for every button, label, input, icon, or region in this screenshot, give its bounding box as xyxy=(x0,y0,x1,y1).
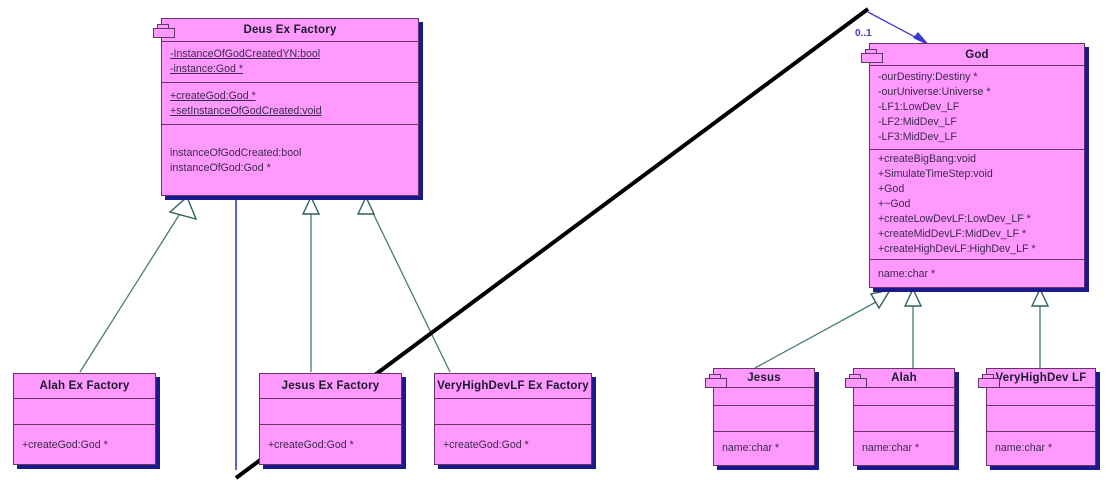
operations-compartment xyxy=(987,406,1095,432)
attributes-compartment xyxy=(260,399,401,425)
operation-row: +God xyxy=(878,183,905,195)
attributes-compartment xyxy=(987,388,1095,406)
class-box-deus-ex-factory[interactable]: Deus Ex Factory -InstanceOfGodCreatedYN:… xyxy=(153,18,419,197)
operations-compartment: +createGod:God * xyxy=(14,425,155,466)
operation-row: +createGod:God * xyxy=(22,439,108,451)
operation-row: +setInstanceOfGodCreated:void xyxy=(170,104,322,117)
generalization-veryhighdevlf-to-god xyxy=(1030,287,1050,368)
attributes-compartment: -ourDestiny:Destiny * -ourUniverse:Unive… xyxy=(870,66,1084,150)
attributes-compartment xyxy=(14,399,155,425)
attribute-row: -ourUniverse:Universe * xyxy=(878,86,991,98)
class-box-god[interactable]: God -ourDestiny:Destiny * -ourUniverse:U… xyxy=(861,43,1085,289)
class-tab-icon xyxy=(845,374,867,388)
operations-compartment: +createGod:God * +setInstanceOfGodCreate… xyxy=(162,83,418,125)
extra-compartment: name:char * xyxy=(870,260,1084,289)
operations-compartment: +createGod:God * xyxy=(260,425,401,466)
class-title-compartment: Jesus Ex Factory xyxy=(260,374,401,399)
class-title-compartment: God xyxy=(870,44,1084,66)
attributes-compartment xyxy=(435,399,591,425)
class-title-compartment: Alah Ex Factory xyxy=(14,374,155,399)
class-name-veryhighdev-lf: VeryHighDev LF xyxy=(995,372,1087,384)
operation-row: +createMidDevLF:MidDev_LF * xyxy=(878,228,1027,240)
generalization-jesus-ex-factory-to-deus xyxy=(301,195,321,372)
attribute-row: -InstanceOfGodCreatedYN:bool xyxy=(170,48,321,60)
attribute-row: -instance:God * xyxy=(170,63,244,75)
attributes-compartment: -InstanceOfGodCreatedYN:bool -instance:G… xyxy=(162,42,418,83)
class-tab-icon xyxy=(861,49,883,63)
operations-compartment: +createGod:God * xyxy=(435,425,591,466)
class-title-compartment: VeryHighDevLF Ex Factory xyxy=(435,374,591,399)
attribute-row: -ourDestiny:Destiny * xyxy=(878,71,978,83)
attribute-row: -LF3:MidDev_LF xyxy=(878,131,957,143)
extra-compartment: name:char * xyxy=(987,432,1095,465)
operation-row: +createGod:God * xyxy=(268,439,354,451)
class-name-deus-ex-factory: Deus Ex Factory xyxy=(243,24,337,36)
attributes-compartment xyxy=(714,388,814,406)
operation-row: +createBigBang:void xyxy=(878,153,977,165)
extra-row: name:char * xyxy=(862,442,920,454)
extra-compartment: name:char * xyxy=(854,432,954,465)
operations-compartment: +createBigBang:void +SimulateTimeStep:vo… xyxy=(870,150,1084,260)
generalization-alah-ex-factory-to-deus xyxy=(79,195,198,373)
operation-row: +createHighDevLF:HighDev_LF * xyxy=(878,243,1036,255)
attributes-compartment xyxy=(854,388,954,406)
class-name-jesus-ex-factory: Jesus Ex Factory xyxy=(281,380,380,392)
class-name-veryhighdevlf-ex-factory: VeryHighDevLF Ex Factory xyxy=(437,380,589,392)
class-box-veryhighdev-lf[interactable]: VeryHighDev LF name:char * xyxy=(978,368,1096,466)
operations-compartment xyxy=(854,406,954,432)
class-tab-icon xyxy=(153,24,175,38)
operation-row: +SimulateTimeStep:void xyxy=(878,168,993,180)
class-box-alah[interactable]: Alah name:char * xyxy=(845,368,955,466)
class-name-alah-ex-factory: Alah Ex Factory xyxy=(39,380,130,392)
extra-row: name:char * xyxy=(995,442,1053,454)
association-deus-to-god xyxy=(235,11,930,470)
class-box-jesus[interactable]: Jesus name:char * xyxy=(705,368,815,466)
extra-compartment: name:char * xyxy=(714,432,814,465)
class-name-jesus: Jesus xyxy=(747,372,781,384)
generalization-jesus-to-god xyxy=(754,288,892,369)
class-title-compartment: Jesus xyxy=(714,369,814,388)
operation-row: +createGod:God * xyxy=(443,439,529,451)
extra-row: instanceOfGodCreated:bool xyxy=(170,147,302,159)
class-title-compartment: VeryHighDev LF xyxy=(987,369,1095,388)
class-name-alah: Alah xyxy=(891,372,917,384)
extra-compartment: instanceOfGodCreated:bool instanceOfGod:… xyxy=(162,125,418,197)
association-multiplicity-label: 0..1 xyxy=(855,28,872,39)
generalization-alah-to-god xyxy=(903,287,923,368)
class-title-compartment: Alah xyxy=(854,369,954,388)
class-box-alah-ex-factory[interactable]: Alah Ex Factory +createGod:God * xyxy=(13,373,156,465)
class-box-veryhighdevlf-ex-factory[interactable]: VeryHighDevLF Ex Factory +createGod:God … xyxy=(434,373,592,465)
operation-row: +createLowDevLF:LowDev_LF * xyxy=(878,213,1031,225)
class-tab-icon xyxy=(978,374,1000,388)
extra-row: instanceOfGod:God * xyxy=(170,162,271,174)
attribute-row: -LF1:LowDev_LF xyxy=(878,101,960,113)
operation-row: +~God xyxy=(878,198,911,210)
extra-row: name:char * xyxy=(878,268,936,280)
class-tab-icon xyxy=(705,374,727,388)
extra-row: name:char * xyxy=(722,442,780,454)
attribute-row: -LF2:MidDev_LF xyxy=(878,116,957,128)
operations-compartment xyxy=(714,406,814,432)
generalization-veryhighdevlf-ex-factory-to-deus xyxy=(356,195,451,373)
class-name-god: God xyxy=(965,48,989,61)
operation-row: +createGod:God * xyxy=(170,89,256,102)
class-title-compartment: Deus Ex Factory xyxy=(162,19,418,42)
class-box-jesus-ex-factory[interactable]: Jesus Ex Factory +createGod:God * xyxy=(259,373,402,465)
